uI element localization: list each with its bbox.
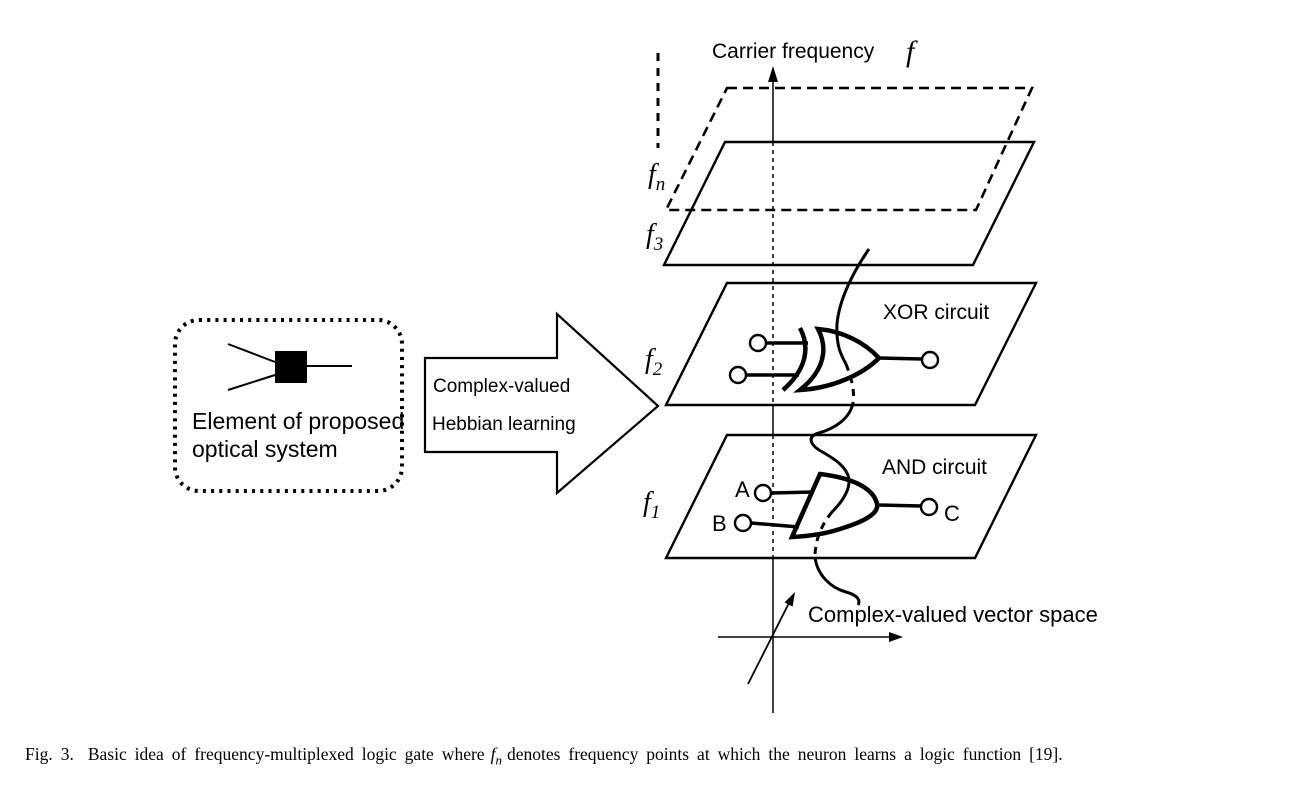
plane-label-f1: f1 bbox=[643, 487, 660, 523]
plane-f1 bbox=[664, 433, 1038, 560]
element-box-text-line1: Element of proposed bbox=[192, 408, 404, 434]
vector-space-diagonal-axis bbox=[747, 598, 792, 685]
and-gate bbox=[733, 471, 939, 540]
plane-f3 bbox=[662, 140, 1036, 267]
xor-gate-input-arc bbox=[781, 326, 808, 392]
carrier-frequency-label: Carrier frequency bbox=[712, 40, 875, 63]
element-chip-icon bbox=[275, 351, 307, 383]
caption-figure-number: Fig. 3. bbox=[25, 744, 74, 764]
plane-fn bbox=[663, 86, 1035, 212]
plane-f2 bbox=[664, 281, 1038, 407]
plane-label-f3: f3 bbox=[646, 219, 663, 255]
and-gate-body bbox=[788, 471, 880, 540]
vector-space-axes bbox=[718, 592, 903, 685]
and-input-label-a: A bbox=[735, 477, 750, 502]
xor-input-port-1 bbox=[748, 333, 768, 353]
and-input-port-b bbox=[733, 513, 753, 533]
vector-space-horizontal-arrowhead bbox=[889, 632, 903, 642]
hebbian-learning-arrow bbox=[423, 311, 660, 496]
and-input-wire-a bbox=[770, 490, 815, 495]
element-box bbox=[173, 318, 404, 493]
and-circuit-label: AND circuit bbox=[882, 456, 987, 479]
signal-curve-dashed-1 bbox=[844, 363, 855, 404]
element-box-text-line2: optical system bbox=[192, 436, 338, 462]
xor-circuit-label: XOR circuit bbox=[883, 301, 989, 324]
signal-curve-solid-2 bbox=[809, 402, 855, 514]
caption-text-before: Basic idea of frequency-multiplexed logi… bbox=[87, 744, 485, 764]
xor-input-port-2 bbox=[728, 365, 748, 385]
xor-gate bbox=[728, 326, 940, 393]
and-output-wire bbox=[876, 503, 922, 508]
plane-label-fn: fn bbox=[648, 159, 665, 195]
figure-caption: Fig. 3. Basic idea of frequency-multiplex… bbox=[25, 744, 1279, 769]
caption-fn-symbol: fn bbox=[490, 744, 502, 768]
hebbian-arrow-text-line2: Hebbian learning bbox=[432, 414, 576, 435]
signal-curve-solid-1 bbox=[835, 248, 871, 365]
carrier-frequency-symbol: f bbox=[906, 35, 918, 68]
carrier-axis bbox=[768, 66, 778, 713]
element-box-border bbox=[173, 318, 404, 493]
caption-text-after: denotes frequency points at which the ne… bbox=[506, 744, 1063, 764]
xor-output-port bbox=[920, 350, 940, 370]
and-input-port-a bbox=[753, 483, 773, 503]
and-input-wire-b bbox=[750, 521, 800, 529]
element-input-line-2 bbox=[227, 374, 276, 391]
vector-space-label: Complex-valued vector space bbox=[808, 602, 1098, 627]
signal-curve-dashed-2 bbox=[813, 511, 834, 558]
vector-space-diagonal-arrowhead bbox=[784, 592, 795, 607]
and-input-label-b: B bbox=[712, 511, 727, 536]
hebbian-arrow-text-line1: Complex-valued bbox=[433, 376, 570, 397]
signal-curve-solid-3 bbox=[813, 556, 861, 606]
xor-gate-body bbox=[793, 326, 883, 393]
and-output-port bbox=[919, 497, 939, 517]
xor-output-wire bbox=[878, 356, 923, 361]
and-output-label-c: C bbox=[944, 501, 960, 526]
signal-curve bbox=[809, 248, 871, 606]
element-input-line-1 bbox=[227, 343, 276, 363]
carrier-axis-arrowhead bbox=[768, 66, 778, 82]
plane-label-f2: f2 bbox=[645, 344, 663, 380]
